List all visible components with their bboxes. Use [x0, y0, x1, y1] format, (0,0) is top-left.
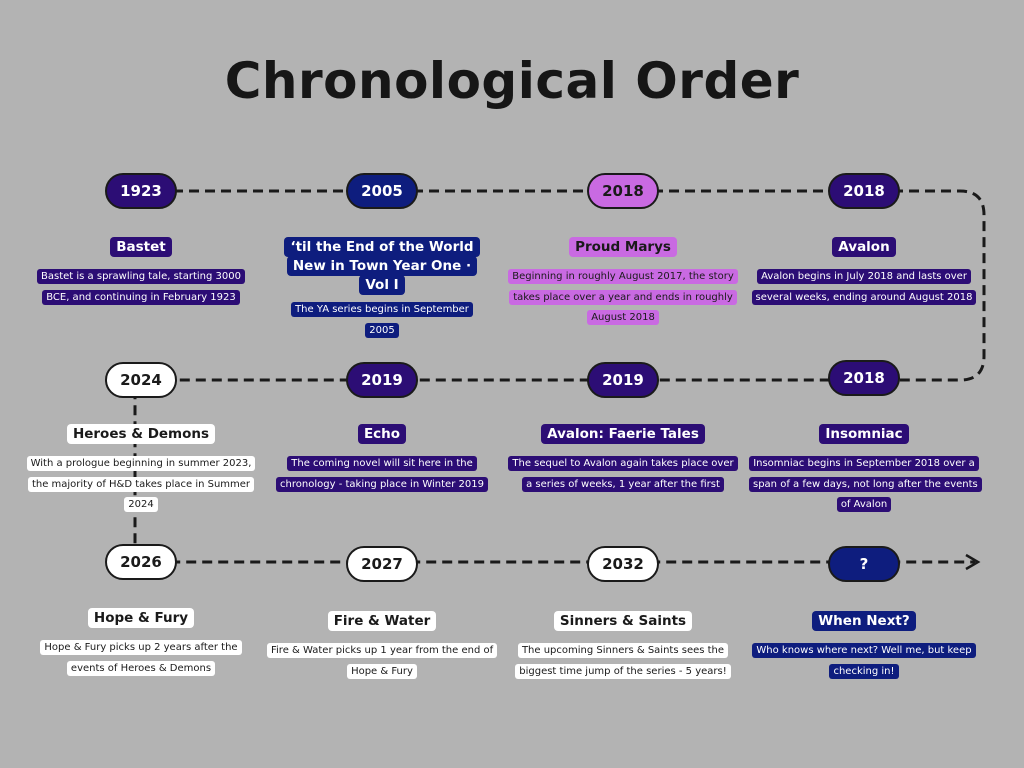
page-title: Chronological Order	[224, 52, 800, 110]
event-description: The YA series begins in September 2005	[291, 302, 473, 338]
event-title: Bastet	[110, 237, 172, 257]
event-description: The upcoming Sinners & Saints sees the b…	[515, 643, 731, 679]
event-title: Fire & Water	[327, 611, 437, 631]
year-pill: ?	[828, 546, 900, 582]
event-title: Hope & Fury	[87, 608, 195, 628]
event-description: Who knows where next? Well me, but keep …	[752, 643, 976, 679]
event-description: Beginning in roughly August 2017, the st…	[508, 269, 738, 325]
year-pill: 1923	[105, 173, 177, 209]
event-title: When Next?	[812, 611, 916, 631]
event-description: Insomniac begins in September 2018 over …	[749, 456, 982, 512]
arrow-icon	[965, 553, 981, 571]
year-pill: 2018	[587, 173, 659, 209]
year-pill: 2032	[587, 546, 659, 582]
event-title: Sinners & Saints	[553, 611, 693, 631]
event-title: Echo	[357, 424, 407, 444]
year-pill: 2019	[346, 362, 418, 398]
year-pill: 2005	[346, 173, 418, 209]
event-description: The sequel to Avalon again takes place o…	[508, 456, 738, 492]
event-title: Proud Marys	[569, 237, 677, 257]
year-pill: 2019	[587, 362, 659, 398]
year-pill: 2018	[828, 173, 900, 209]
event-title: ‘til the End of the World New in Town Ye…	[284, 237, 480, 295]
event-description: Bastet is a sprawling tale, starting 300…	[37, 269, 245, 305]
event-description: Hope & Fury picks up 2 years after the e…	[40, 640, 242, 676]
event-card: When Next? Who knows where next? Well me,…	[749, 610, 979, 679]
year-pill: 2027	[346, 546, 418, 582]
event-description: The coming novel will sit here in the ch…	[276, 456, 488, 492]
event-description: With a prologue beginning in summer 2023…	[26, 456, 256, 512]
event-title: Avalon: Faerie Tales	[541, 424, 705, 444]
year-pill: 2024	[105, 362, 177, 398]
event-title: Insomniac	[819, 424, 909, 444]
event-title: Avalon	[832, 237, 896, 257]
event-description: Fire & Water picks up 1 year from the en…	[267, 643, 498, 679]
year-pill: 2018	[828, 360, 900, 396]
event-card: ‘til the End of the World New in Town Ye…	[282, 236, 482, 338]
year-pill: 2026	[105, 544, 177, 580]
event-description: Avalon begins in July 2018 and lasts ove…	[751, 269, 977, 305]
event-title: Heroes & Demons	[66, 424, 216, 444]
